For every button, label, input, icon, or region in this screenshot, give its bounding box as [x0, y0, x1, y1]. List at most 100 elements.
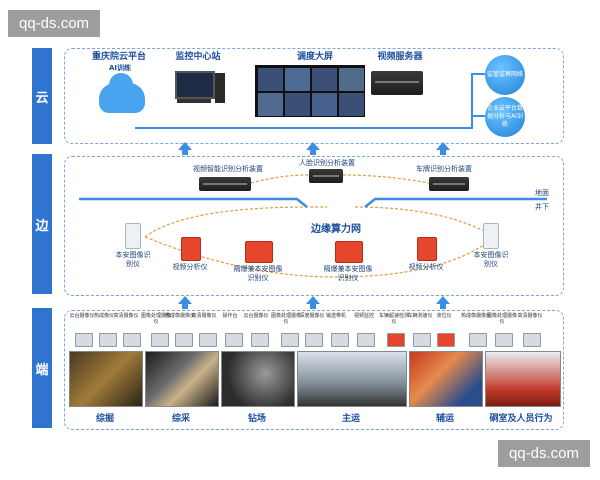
- architecture-diagram: 云 边 端 重庆院云平台 AI训练 监控中心站 调度大屏 视频服务器 监管监察网…: [32, 40, 572, 436]
- right-explosion-icon: [335, 241, 363, 263]
- cloud-bus-vertical: [471, 73, 473, 129]
- category-drilling: 钻场: [247, 414, 266, 424]
- edge-panel: 视频智能识别分析装置 人脸识别分析装置 车牌识别分析装置 地面 井下 边缘算力网…: [64, 156, 564, 296]
- photo-mining: [145, 351, 219, 407]
- conveyor-icon: [331, 333, 349, 347]
- arrow-up-5: [306, 296, 320, 309]
- cloud-bus-to-enterprise: [471, 115, 485, 117]
- photo-aux-transport: [409, 351, 483, 407]
- device-label-18: 高清摄像仪: [517, 313, 543, 319]
- device-label-7: 操作台: [222, 313, 238, 319]
- left-explosion-label: 隔爆兼本安图像识别仪: [233, 265, 283, 282]
- category-chamber-behavior: 硐室及人员行为: [489, 414, 553, 424]
- device-label-6: 高清摄像仪: [191, 313, 217, 319]
- arrow-up-6: [436, 296, 450, 309]
- photo-chamber: [485, 351, 561, 407]
- edge-network-title: 边缘算力网: [311, 224, 361, 235]
- edge-device-face-label: 人脸识别分析装置: [299, 159, 355, 167]
- device-label-13: 车辆超速检测仪: [379, 313, 410, 325]
- monitor-center-title: 监控中心站: [175, 52, 221, 62]
- arrow-up-2: [306, 142, 320, 155]
- camera-icon: [123, 333, 141, 347]
- cloud-panel: 重庆院云平台 AI训练 监控中心站 调度大屏 视频服务器 监管监察网络 企业云平…: [64, 48, 564, 144]
- video-server-icon: [371, 71, 423, 95]
- device-label-9: 图像处理摄像仪: [271, 313, 302, 325]
- edge-device-plate-label: 车牌识别分析装置: [416, 165, 472, 173]
- cloud-platform-sub: AI训练: [108, 64, 132, 72]
- camera-icon: [175, 333, 193, 347]
- photo-tunneling: [69, 351, 143, 407]
- row-label-edge: 边: [32, 154, 52, 294]
- camera-icon: [75, 333, 93, 347]
- cloud-icon: [99, 73, 145, 113]
- watermark-top-left: qq-ds.com: [8, 10, 101, 37]
- device-label-1: 云台摄像仪: [69, 313, 95, 319]
- end-panel: 云台摄像仪 热成像仪 高清摄像仪 图像处理摄像仪 热成像摄像仪 高清摄像仪 操作…: [64, 310, 564, 430]
- left-analyzer-label: 视频分析仪: [172, 263, 208, 271]
- category-main-transport: 主运: [341, 414, 360, 424]
- console-icon: [225, 333, 243, 347]
- arrow-up-1: [178, 142, 192, 155]
- left-explosion-icon: [245, 241, 273, 263]
- pc-tower-icon: [215, 73, 225, 103]
- edge-device-video-label: 视频智能识别分析装置: [193, 165, 263, 173]
- camera-icon: [357, 333, 375, 347]
- category-aux-transport: 辅运: [435, 414, 454, 424]
- row-label-end: 端: [32, 308, 52, 428]
- device-label-15: 液位仪: [436, 313, 452, 319]
- camera-icon: [151, 333, 169, 347]
- category-tunneling: 综掘: [95, 414, 114, 424]
- enterprise-cloud-bubble: 企业云平台数据分析与AI训练: [485, 97, 525, 137]
- device-label-4: 图像处理摄像仪: [141, 313, 172, 325]
- edge-device-video-icon: [199, 177, 251, 191]
- device-label-8: 云台摄像仪: [243, 313, 269, 319]
- camera-icon: [99, 333, 117, 347]
- cloud-platform-title: 重庆院云平台: [91, 52, 146, 62]
- photo-main-transport: [297, 351, 407, 407]
- camera-icon: [305, 333, 323, 347]
- speed-meter-icon: [413, 333, 431, 347]
- right-recognizer-label: 本安图像识别仪: [473, 251, 509, 268]
- camera-icon: [251, 333, 269, 347]
- arrow-up-4: [178, 296, 192, 309]
- device-label-17: 图像处理摄像仪: [487, 313, 518, 325]
- left-recognizer-label: 本安图像识别仪: [115, 251, 151, 268]
- video-server-title: 视频服务器: [377, 52, 423, 62]
- monitor-icon: [175, 71, 215, 99]
- device-label-2: 热成像仪: [93, 313, 114, 319]
- device-label-5: 热成像摄像仪: [165, 313, 196, 319]
- device-label-11: 输送带机: [325, 313, 346, 319]
- video-wall-icon: [255, 65, 365, 117]
- right-analyzer-label: 视频分析仪: [408, 263, 444, 271]
- keyboard-icon: [177, 99, 211, 103]
- device-label-3: 高清摄像仪: [113, 313, 139, 319]
- arrow-up-3: [436, 142, 450, 155]
- speed-detector-icon: [387, 333, 405, 347]
- left-analyzer-icon: [181, 237, 201, 261]
- camera-icon: [469, 333, 487, 347]
- camera-icon: [523, 333, 541, 347]
- left-recognizer-icon: [125, 223, 141, 249]
- cloud-bus-line: [135, 127, 473, 129]
- right-recognizer-icon: [483, 223, 499, 249]
- device-label-16: 热成像摄像仪: [461, 313, 492, 319]
- underground-label: 井下: [535, 203, 549, 211]
- camera-icon: [495, 333, 513, 347]
- regulator-network-bubble: 监管监察网络: [485, 55, 525, 95]
- row-label-cloud: 云: [32, 48, 52, 144]
- camera-icon: [281, 333, 299, 347]
- photo-drilling: [221, 351, 295, 407]
- camera-icon: [199, 333, 217, 347]
- device-label-14: 车辆测速仪: [407, 313, 433, 319]
- level-meter-icon: [437, 333, 455, 347]
- dispatch-screen-title: 调度大屏: [296, 52, 333, 62]
- ground-label: 地面: [535, 189, 549, 197]
- edge-device-face-icon: [309, 169, 343, 183]
- cloud-bus-to-regulator: [471, 73, 485, 75]
- right-explosion-label: 隔爆兼本安图像识别仪: [323, 265, 373, 282]
- edge-dashed-links: [79, 174, 547, 278]
- device-label-12: 视频监控: [353, 313, 374, 319]
- category-mining: 综采: [171, 414, 190, 424]
- right-analyzer-icon: [417, 237, 437, 261]
- watermark-bottom-right: qq-ds.com: [497, 440, 590, 467]
